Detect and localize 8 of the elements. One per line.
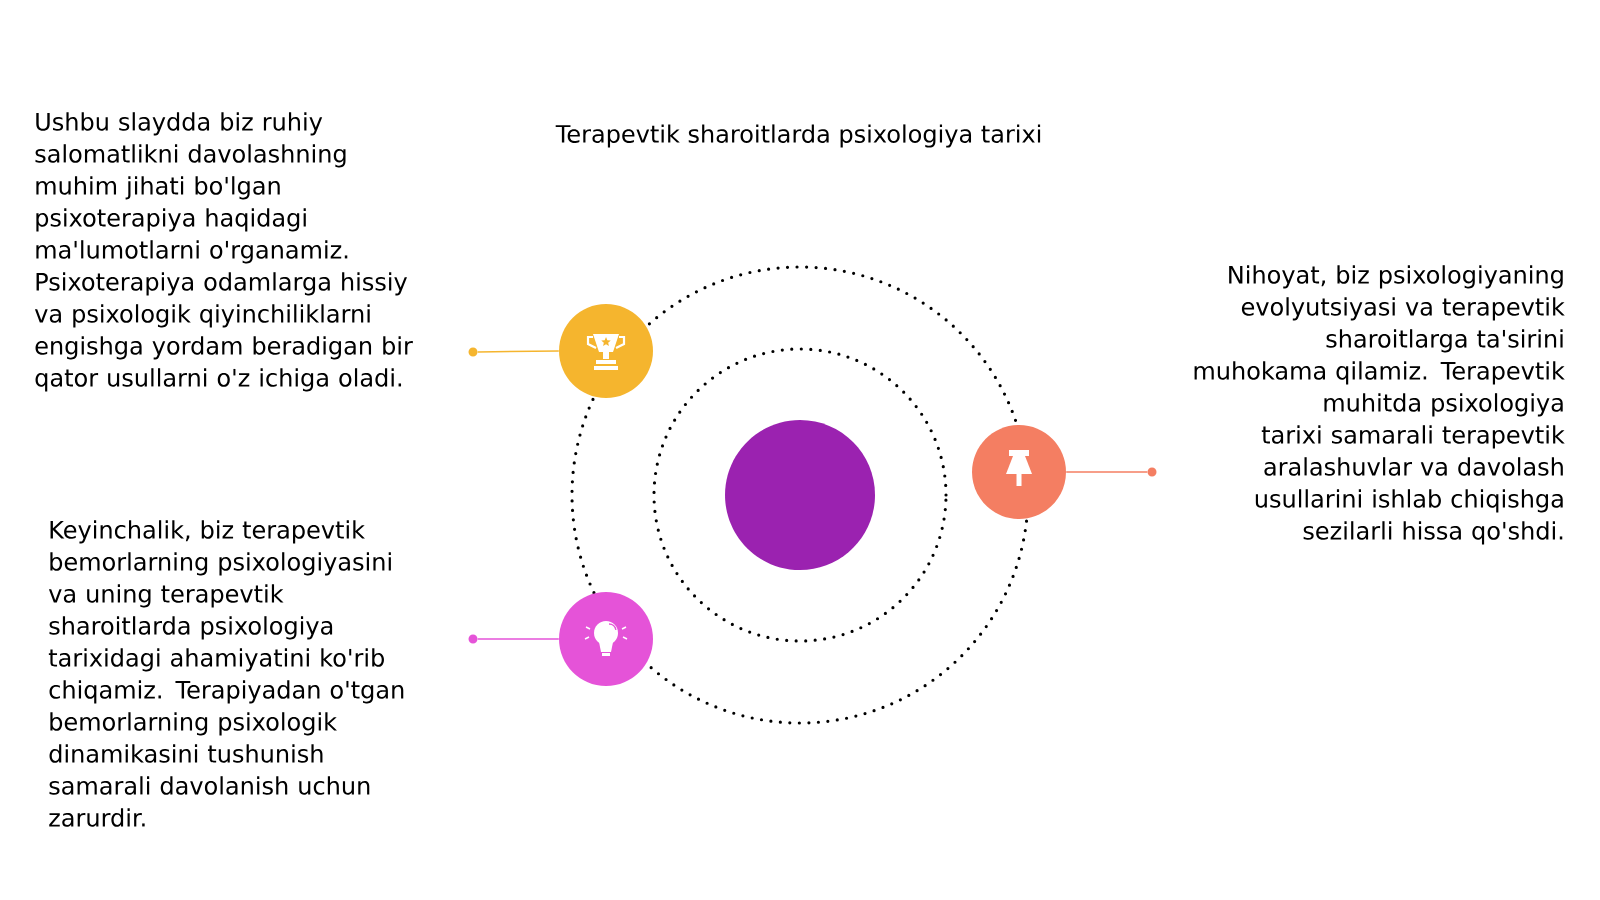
center-circle — [725, 420, 875, 570]
leader-line — [1065, 471, 1149, 473]
icon-circle — [559, 592, 653, 686]
leader-line — [476, 638, 560, 640]
title: Terapevtik sharoitlarda psixologiya tarixi — [555, 124, 1041, 148]
icon-circle — [972, 425, 1066, 519]
leader-line — [476, 350, 560, 353]
icon-circle — [559, 304, 653, 398]
